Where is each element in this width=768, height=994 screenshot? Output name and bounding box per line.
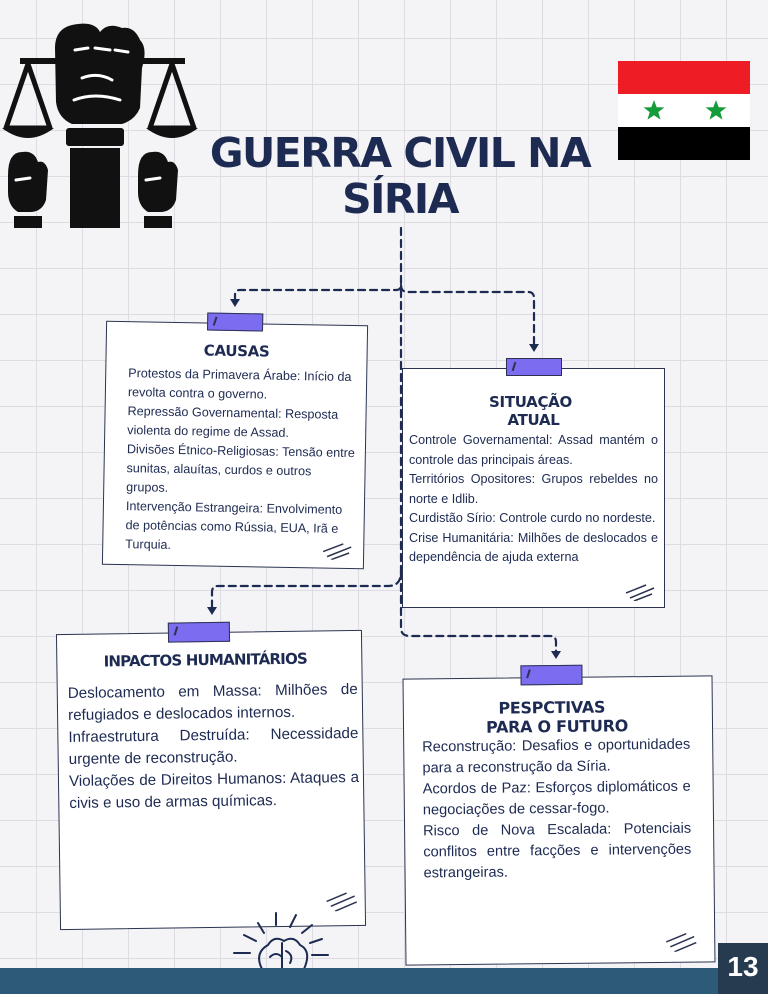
justice-fist-scale-icon [2,23,198,228]
situacao-item: Curdistão Sírio: Controle curdo no norde… [409,511,656,525]
title-line-1: GUERRA CIVIL NA [209,129,592,177]
causas-card: CAUSAS Protestos da Primavera Árabe: Iní… [101,312,369,570]
situacao-heading-line-1: SITUAÇÃO [489,393,572,411]
syria-flag-icon [618,61,750,160]
causas-tab [206,312,264,332]
situacao-heading-line-2: ATUAL [507,411,560,429]
impactos-item: Infraestrutura Destruída: Necessidade ur… [68,724,359,768]
page-title: GUERRA CIVIL NA SÍRIA [200,130,600,222]
situacao-tab [505,358,562,376]
scribble-decoration [625,584,655,601]
perspectivas-heading: PESPCTIVAS PARA O FUTURO [404,696,712,737]
perspectivas-item: Risco de Nova Escalada: Potenciais confl… [423,820,692,882]
page-number: 13 [718,943,768,994]
perspectivas-item: Reconstrução: Desafios e oportunidades p… [422,736,691,777]
situacao-item: Territórios Opositores: Grupos rebeldes … [409,472,658,506]
impactos-item: Deslocamento em Massa: Milhões de refugi… [67,680,358,724]
title-line-2: SÍRIA [342,175,459,223]
causas-item: Repressão Governamental: Resposta violen… [127,404,339,440]
perspectivas-tab [520,664,583,686]
scribble-decoration [326,892,358,912]
impactos-tab [167,621,231,643]
footer-bar [0,968,768,994]
situacao-item: Crise Humanitária: Milhões de deslocados… [409,530,658,565]
scribble-decoration [322,543,352,561]
impactos-card: INPACTOS HUMANITÁRIOS Deslocamento em Ma… [55,621,367,931]
situacao-item: Controle Governamental: Assad mantém o c… [409,433,658,467]
situacao-card: SITUAÇÃO ATUAL Controle Governamental: A… [402,358,665,608]
impactos-item: Violações de Direitos Humanos: Ataques a… [68,768,360,812]
perspectivas-item: Acordos de Paz: Esforços diplomáticos e … [422,778,691,819]
brain-icon [233,912,329,970]
causas-item: Protestos da Primavera Árabe: Início da … [127,366,352,402]
situacao-heading: SITUAÇÃO ATUAL [403,393,664,429]
perspectivas-card: PESPCTIVAS PARA O FUTURO Reconstrução: D… [402,664,716,966]
scribble-decoration [665,932,697,952]
causas-item: Divisões Étnico-Religiosas: Tensão entre… [126,442,355,495]
